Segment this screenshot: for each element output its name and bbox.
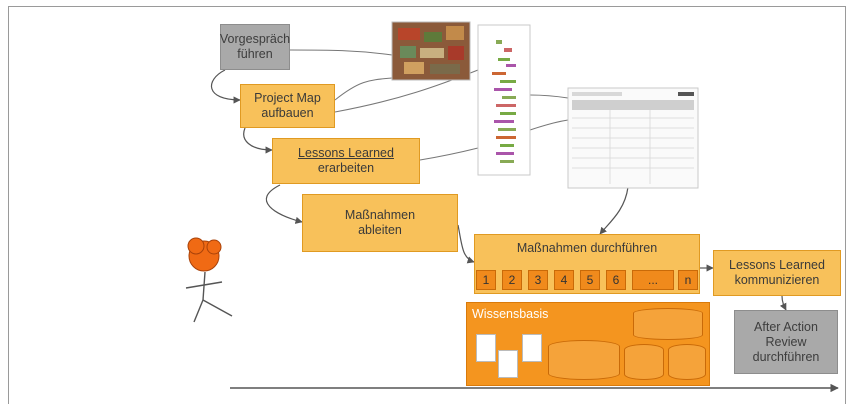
flow-connector-2 — [243, 127, 273, 154]
person-card-icon-1 — [476, 334, 496, 362]
step-lessons-learned: Lessons Learned erarbeiten — [272, 138, 420, 184]
step-massnahmen-ableiten: Maßnahmen ableiten — [302, 194, 458, 252]
database-cylinder-1 — [633, 308, 703, 340]
frame-border-top — [8, 6, 846, 7]
measure-1: 1 — [476, 270, 496, 290]
frame-border-right — [845, 6, 846, 404]
knowledge-base-label: Wissensbasis — [472, 307, 549, 321]
flow-connector-3 — [265, 184, 303, 224]
frame-border-left — [8, 6, 9, 404]
database-cylinder-3 — [624, 344, 664, 380]
step-vorgespraech-label: Vorgespräch führen — [219, 32, 291, 61]
person-figure — [185, 271, 233, 323]
measure-n: n — [678, 270, 698, 290]
step-vorgespraech: Vorgespräch führen — [220, 24, 290, 70]
step-after-action-review-label: After Action Review durchführen — [752, 319, 820, 364]
image-link-1 — [289, 49, 393, 56]
step-massnahmen-ableiten-label: Maßnahmen ableiten — [344, 208, 416, 237]
person-card-icon-3 — [522, 334, 542, 362]
flow-connector-4 — [457, 224, 475, 264]
spreadsheet-document — [567, 87, 699, 189]
measure-3: 3 — [528, 270, 548, 290]
project-map-photo — [391, 21, 471, 81]
flow-connector-1 — [210, 69, 241, 104]
database-cylinder-2 — [548, 340, 620, 380]
flow-connector-6 — [779, 295, 787, 311]
measure-4: 4 — [554, 270, 574, 290]
step-lessons-learned-title: Lessons Learned — [298, 146, 394, 160]
database-cylinder-4 — [668, 344, 706, 380]
measure-2: 2 — [502, 270, 522, 290]
step-project-map-label: Project Map aufbauen — [254, 91, 321, 120]
step-lessons-kommunizieren-label: Lessons Learned kommunizieren — [729, 258, 825, 287]
measure-ellipsis: ... — [632, 270, 674, 290]
image-link-5 — [529, 119, 569, 131]
step-after-action-review: After Action Review durchführen — [734, 310, 838, 374]
image-link-6 — [529, 94, 569, 99]
flow-connector-7 — [599, 186, 629, 235]
measure-5: 5 — [580, 270, 600, 290]
lessons-list-document — [477, 24, 531, 176]
step-lessons-kommunizieren: Lessons Learned kommunizieren — [713, 250, 841, 296]
step-project-map: Project Map aufbauen — [240, 84, 335, 128]
image-link-4 — [419, 147, 479, 161]
image-link-2 — [334, 77, 393, 101]
step-lessons-learned-sub: erarbeiten — [317, 161, 375, 175]
person-card-icon-2 — [498, 350, 518, 378]
measure-6: 6 — [606, 270, 626, 290]
person-head — [187, 237, 222, 272]
step-massnahmen-durchfuehren-label: Maßnahmen durchführen — [516, 241, 658, 255]
